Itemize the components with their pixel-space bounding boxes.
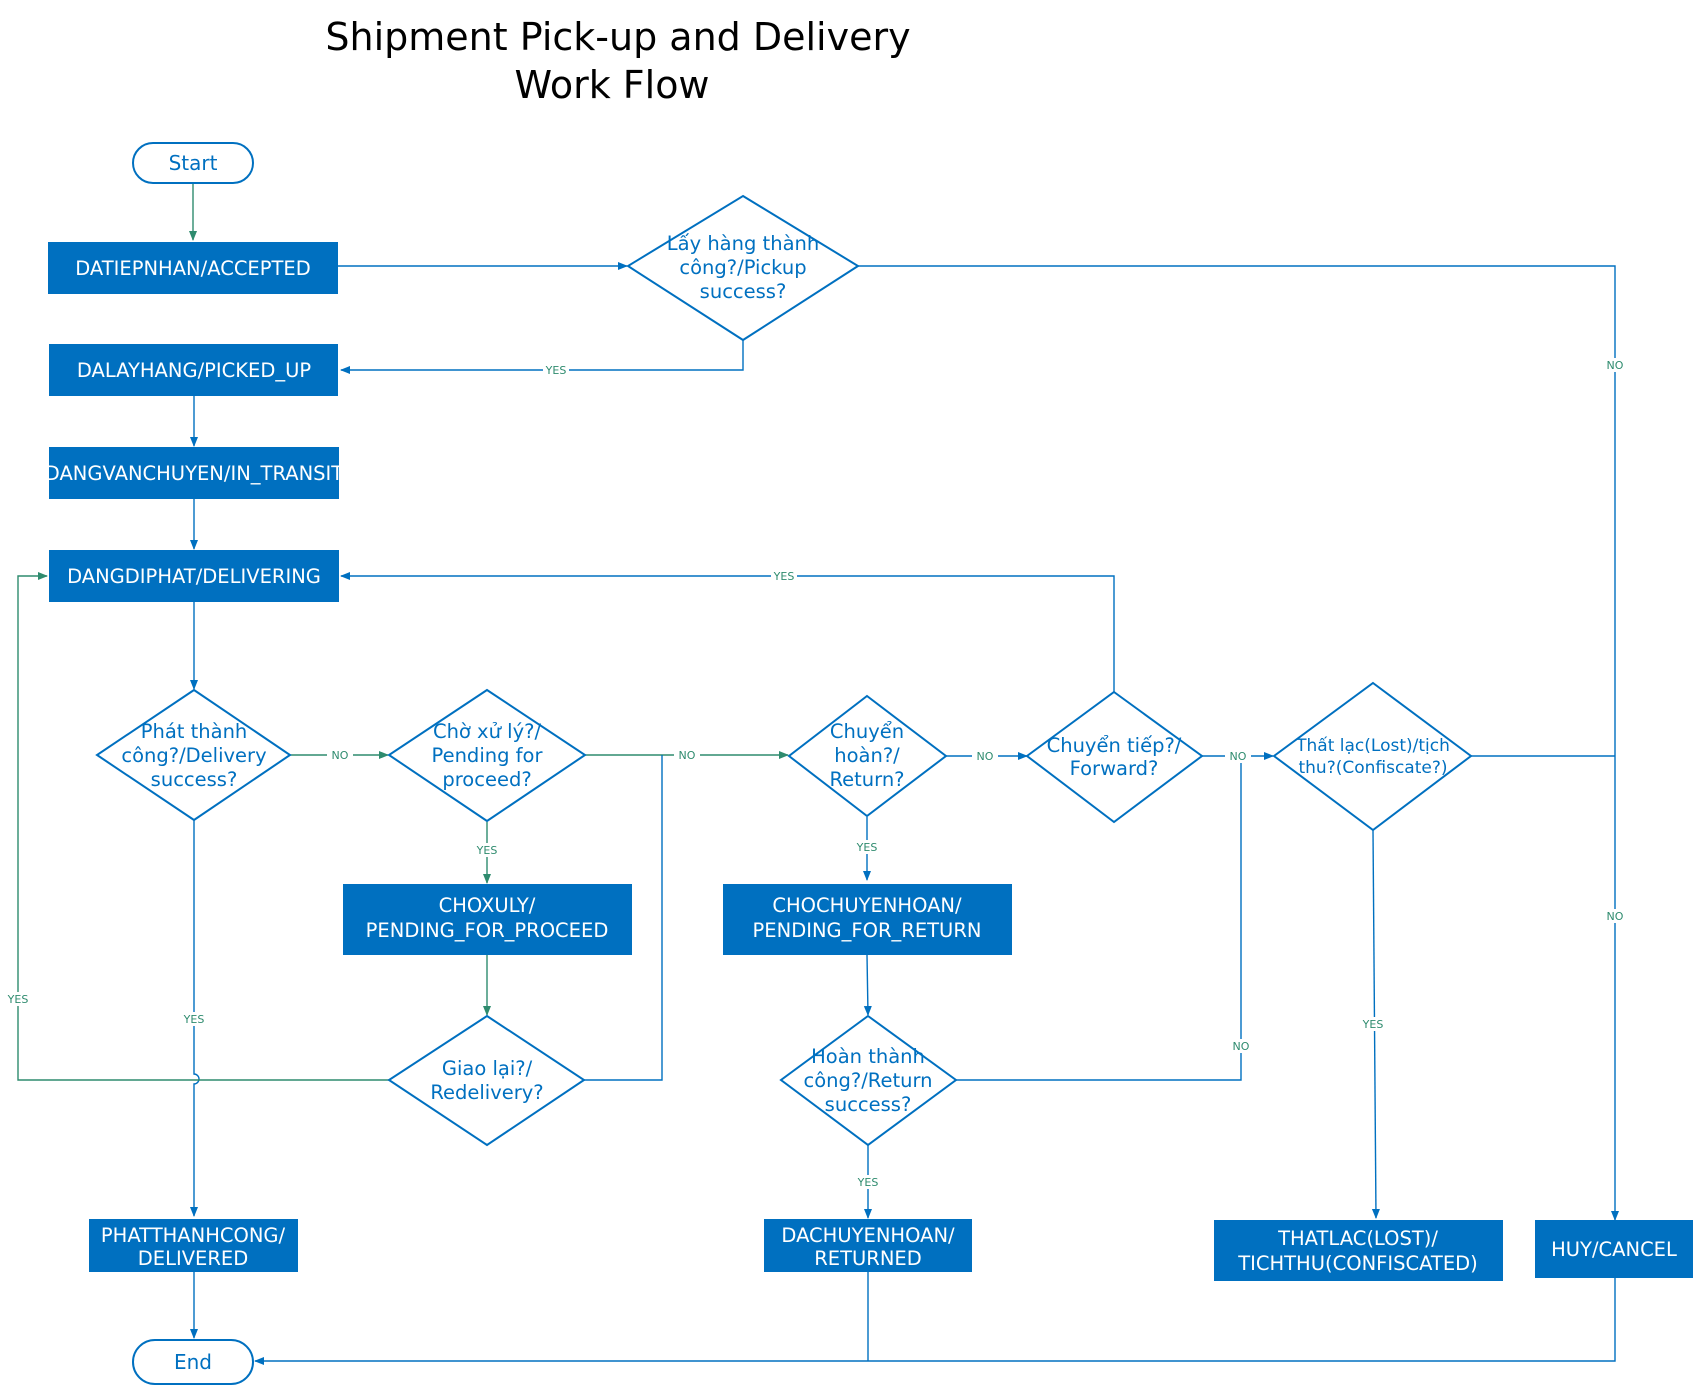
process-delivered: PHATTHANHCONG/ DELIVERED — [89, 1219, 298, 1272]
decision-return-success-line1: Hoàn thành — [811, 1045, 925, 1068]
edge-delivery-yes — [190, 820, 200, 1217]
decision-return-success: Hoàn thành công?/Return success? — [779, 1014, 958, 1147]
process-accepted-label: DATIEPNHAN/ACCEPTED — [75, 257, 311, 280]
label-returnsuccess-yes: YES — [857, 1176, 879, 1189]
process-delivering: DANGDIPHAT/DELIVERING — [49, 550, 339, 602]
end-terminal: End — [132, 1339, 254, 1385]
decision-return-line1: Chuyển — [830, 720, 904, 743]
decision-delivery-line3: success? — [151, 768, 238, 791]
label-pickup-yes: YES — [545, 364, 567, 377]
decision-return-success-line3: success? — [825, 1093, 912, 1116]
process-pending-return-line1: CHOCHUYENHOAN/ — [772, 894, 962, 917]
label-forward-no: NO — [1230, 750, 1247, 763]
process-lost-line2: TICHTHU(CONFISCATED) — [1237, 1252, 1478, 1275]
edge-forward-yes — [340, 572, 1115, 692]
process-returned-line2: RETURNED — [814, 1247, 922, 1270]
decision-pickup-line2: công?/Pickup — [679, 256, 806, 279]
process-delivering-label: DANGDIPHAT/DELIVERING — [67, 565, 321, 588]
label-return-no: NO — [977, 750, 994, 763]
process-in-transit: DANGVANCHUYEN/IN_TRANSIT — [45, 447, 343, 499]
diagram-title-line1: Shipment Pick-up and Delivery — [325, 15, 910, 59]
decision-pickup-line3: success? — [700, 280, 787, 303]
process-picked-up-label: DALAYHANG/PICKED_UP — [77, 359, 312, 382]
process-cancel: HUY/CANCEL — [1535, 1220, 1693, 1278]
decision-lost-confiscated: Thất lạc(Lost)/tịch thu?(Confiscate?) — [1272, 681, 1473, 832]
decision-lost-line2: thu?(Confiscate?) — [1298, 758, 1447, 778]
process-pending-return-line2: PENDING_FOR_RETURN — [753, 919, 982, 942]
label-redelivery-yes: YES — [7, 993, 29, 1006]
decision-return-success-line2: công?/Return — [803, 1069, 932, 1092]
decision-pending-line2: Pending for — [432, 744, 544, 767]
decision-pending-line1: Chờ xử lý?/ — [433, 720, 542, 743]
decision-pickup-line1: Lấy hàng thành — [667, 232, 819, 255]
decision-lost-line1: Thất lạc(Lost)/tịch — [1295, 735, 1450, 756]
edge-cancel-to-end — [254, 1278, 1616, 1365]
process-accepted: DATIEPNHAN/ACCEPTED — [48, 242, 338, 294]
decision-redelivery-line1: Giao lại?/ — [442, 1057, 533, 1080]
decision-pending-for-proceed: Chờ xử lý?/ Pending for proceed? — [387, 688, 587, 823]
edge-chochuyenhoan-to-returnsuccess — [863, 954, 872, 1016]
process-in-transit-label: DANGVANCHUYEN/IN_TRANSIT — [45, 462, 343, 485]
label-lost-yes: YES — [1362, 1018, 1384, 1031]
process-returned-line1: DACHUYENHOAN/ — [781, 1224, 955, 1247]
edge-returnsuccess-no — [956, 756, 1242, 1081]
end-label: End — [174, 1350, 212, 1374]
edge-redelivery-no — [584, 755, 663, 1081]
process-pending-proceed-line2: PENDING_FOR_PROCEED — [366, 919, 609, 942]
process-pending-for-proceed: CHOXULY/ PENDING_FOR_PROCEED — [343, 884, 632, 955]
label-lost-no: NO — [1607, 910, 1624, 923]
process-delivered-line1: PHATTHANHCONG/ — [101, 1224, 286, 1247]
decision-redelivery-line2: Redelivery? — [430, 1081, 543, 1104]
process-pending-for-return: CHOCHUYENHOAN/ PENDING_FOR_RETURN — [723, 884, 1012, 955]
label-return-yes: YES — [856, 841, 878, 854]
label-pickup-no: NO — [1607, 359, 1624, 372]
decision-forward-line2: Forward? — [1070, 757, 1159, 780]
decision-pickup-success: Lấy hàng thành công?/Pickup success? — [626, 194, 860, 342]
process-delivered-line2: DELIVERED — [138, 1247, 249, 1270]
start-terminal: Start — [132, 142, 254, 184]
process-returned: DACHUYENHOAN/ RETURNED — [764, 1219, 972, 1272]
decision-forward-line1: Chuyển tiếp?/ — [1047, 734, 1182, 757]
decision-delivery-line1: Phát thành — [141, 720, 248, 743]
diagram-title-line2: Work Flow — [514, 63, 709, 107]
decision-delivery-line2: công?/Delivery — [121, 744, 266, 767]
process-picked-up: DALAYHANG/PICKED_UP — [49, 344, 338, 396]
start-label: Start — [169, 151, 218, 175]
decision-return-line2: hoàn?/ — [834, 744, 900, 767]
process-lost-confiscated: THATLAC(LOST)/ TICHTHU(CONFISCATED) — [1214, 1220, 1503, 1281]
process-pending-proceed-line1: CHOXULY/ — [439, 894, 536, 917]
decision-forward: Chuyển tiếp?/ Forward? — [1025, 690, 1204, 824]
label-pending-yes: YES — [476, 844, 498, 857]
edge-redelivery-yes — [17, 572, 389, 1081]
decision-pending-line3: proceed? — [442, 768, 531, 791]
label-pending-no: NO — [679, 749, 696, 762]
process-cancel-label: HUY/CANCEL — [1551, 1238, 1677, 1261]
label-returnsuccess-no: NO — [1233, 1040, 1250, 1053]
label-delivery-yes: YES — [183, 1013, 205, 1026]
label-forward-yes: YES — [773, 570, 795, 583]
decision-delivery-success: Phát thành công?/Delivery success? — [95, 688, 292, 822]
decision-redelivery: Giao lại?/ Redelivery? — [387, 1014, 586, 1147]
decision-return: Chuyển hoàn?/ Return? — [787, 694, 948, 818]
decision-return-line3: Return? — [829, 768, 904, 791]
process-lost-line1: THATLAC(LOST)/ — [1277, 1227, 1438, 1250]
label-delivery-no: NO — [332, 749, 349, 762]
edge-pickup-yes — [340, 340, 744, 374]
edge-pickup-no — [858, 265, 1619, 1221]
